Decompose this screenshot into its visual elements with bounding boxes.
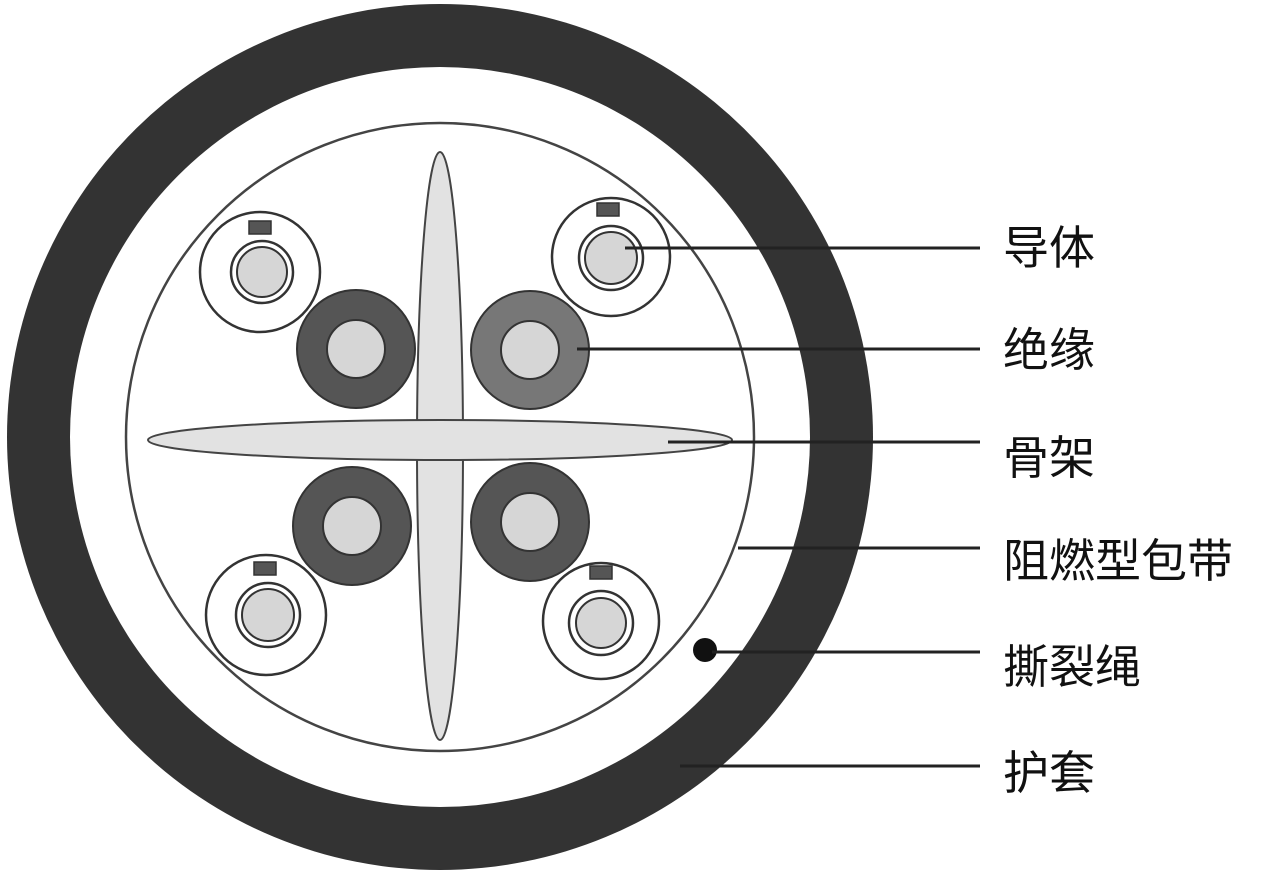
conductor (241, 588, 295, 642)
insulated-wire-bottom-right (470, 462, 590, 582)
label-insulation: 绝缘 (1003, 323, 1095, 377)
skeleton-center (419, 427, 461, 459)
wire-unit-top-left (198, 210, 322, 334)
conductor (322, 496, 382, 556)
conductor (584, 231, 638, 285)
conductor (326, 319, 386, 379)
label-conductor: 导体 (1003, 221, 1095, 275)
label-flame-retardant-tape: 阻燃型包带 (1003, 534, 1233, 588)
conductor (575, 597, 627, 649)
wire-unit-top-right (550, 196, 672, 318)
insulated-wire-top-right (470, 290, 590, 410)
insulated-wire-top-left (296, 289, 416, 409)
wire-unit-bottom-left (204, 553, 328, 677)
label-sheath: 护套 (1003, 746, 1095, 800)
conductor (236, 246, 288, 298)
wire-unit-bottom-right (541, 561, 661, 681)
skeleton-cross (147, 151, 733, 741)
label-ripcord: 撕裂绳 (1003, 640, 1141, 694)
ripcord (693, 638, 717, 662)
conductor (500, 492, 560, 552)
label-skeleton: 骨架 (1003, 431, 1095, 485)
conductor (500, 320, 560, 380)
leader-lines (577, 246, 980, 768)
insulated-wire-bottom-left (292, 466, 412, 586)
